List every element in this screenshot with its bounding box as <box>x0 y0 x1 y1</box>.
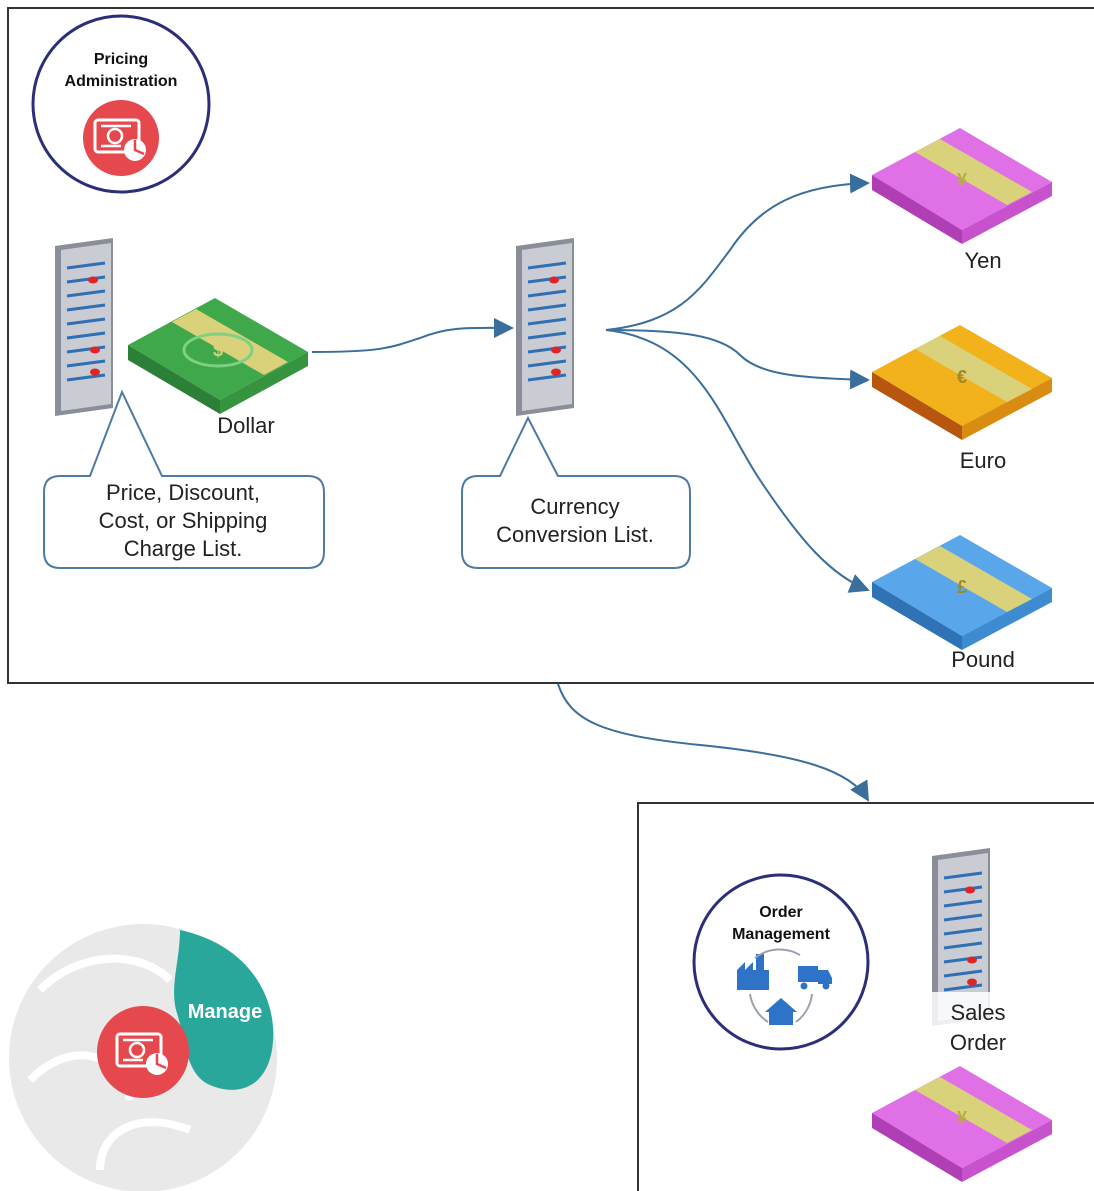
pricing-admin-badge: Pricing Administration <box>31 14 211 194</box>
arrow-to-euro <box>605 329 870 390</box>
dollar-symbol: $ <box>213 340 223 360</box>
arrow-to-order-management <box>557 683 870 802</box>
sales-order-label-2: Order <box>950 1030 1006 1055</box>
conversion-list-document-icon <box>514 236 576 418</box>
yen-symbol: ¥ <box>957 170 967 190</box>
euro-money-icon: € <box>872 325 1052 440</box>
price-list-document-icon <box>53 236 115 418</box>
order-yen-money-icon: ¥ <box>872 1066 1052 1182</box>
yen-label: Yen <box>964 248 1001 273</box>
callout-mid-line2: Conversion List. <box>496 522 654 547</box>
arrow-to-conversion <box>311 317 514 353</box>
order-management-badge: Order Management <box>692 873 870 1051</box>
order-yen-symbol: ¥ <box>957 1108 967 1128</box>
manage-label: Manage <box>188 1001 262 1023</box>
euro-label: Euro <box>960 448 1006 473</box>
sales-order-label-1: Sales <box>950 1000 1005 1025</box>
pound-money-icon: £ <box>872 535 1052 650</box>
arrow-to-pound <box>605 329 870 593</box>
pound-symbol: £ <box>957 577 967 597</box>
pricing-admin-title-2: Administration <box>65 73 178 90</box>
dollar-money-icon: $ <box>128 298 308 414</box>
euro-symbol: € <box>957 367 967 387</box>
pricing-admin-title-1: Pricing <box>94 51 148 68</box>
dollar-label: Dollar <box>217 413 274 438</box>
order-management-title-2: Management <box>732 926 830 943</box>
pound-label: Pound <box>951 647 1015 672</box>
yen-money-icon: ¥ <box>872 128 1052 244</box>
callout-left-line2: Cost, or Shipping <box>99 508 268 533</box>
manage-badge: Manage <box>9 924 277 1191</box>
callout-left-line3: Charge List. <box>124 536 243 561</box>
callout-left-line1: Price, Discount, <box>106 480 260 505</box>
truck-icon <box>798 966 832 990</box>
callout-mid-line1: Currency <box>530 494 619 519</box>
house-icon <box>765 998 797 1025</box>
order-management-title-1: Order <box>759 904 803 921</box>
price-list-callout: Price, Discount, Cost, or Shipping Charg… <box>43 389 325 569</box>
factory-icon <box>737 954 769 990</box>
arrow-to-yen <box>605 173 870 331</box>
conversion-list-callout: Currency Conversion List. <box>461 415 691 569</box>
